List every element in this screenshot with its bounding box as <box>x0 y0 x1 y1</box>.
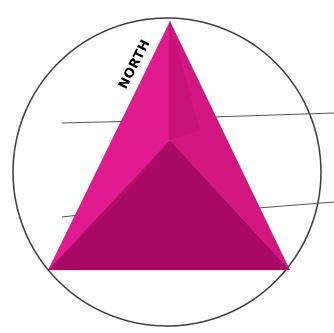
compass-svg: NORTH <box>0 0 334 328</box>
compass-diagram: NORTH <box>0 0 334 328</box>
